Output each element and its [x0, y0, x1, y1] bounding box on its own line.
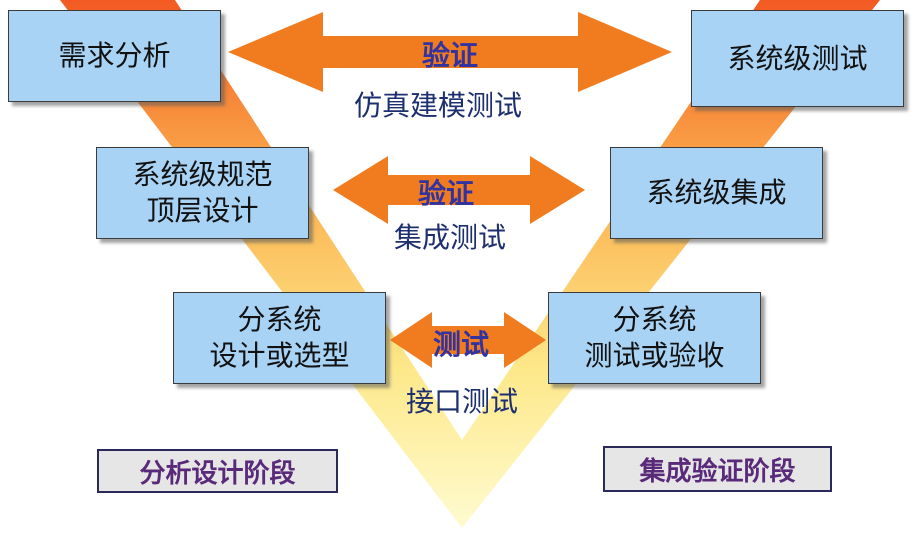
phase-text: 集成验证阶段 — [639, 456, 796, 487]
system-test-box: 系统级测试 — [691, 10, 904, 107]
requirements-analysis-box: 需求分析 — [8, 10, 221, 102]
subsystem-design-box: 分系统 设计或选型 — [173, 292, 386, 384]
top-double-arrow — [228, 12, 672, 92]
box-text-line1: 分系统 — [612, 303, 697, 336]
middle-arrow-caption: 集成测试 — [394, 221, 507, 254]
system-spec-box: 系统级规范 顶层设计 — [96, 147, 309, 239]
top-arrow-caption: 仿真建模测试 — [354, 89, 523, 122]
system-integration-box: 系统级集成 — [610, 147, 823, 239]
box-text-line1: 分系统 — [237, 303, 322, 336]
integration-verification-phase-label: 集成验证阶段 — [603, 446, 832, 492]
phase-text: 分析设计阶段 — [139, 458, 296, 489]
analysis-design-phase-label: 分析设计阶段 — [97, 449, 338, 493]
box-text-line2: 测试或验收 — [584, 339, 725, 372]
v-shape — [60, 0, 880, 528]
middle-arrow-label: 验证 — [418, 177, 475, 210]
box-text-line2: 设计或选型 — [209, 339, 350, 372]
subsystem-test-box: 分系统 测试或验收 — [548, 292, 761, 384]
bottom-arrow-caption: 接口测试 — [406, 385, 519, 418]
top-arrow-label: 验证 — [422, 39, 479, 72]
box-text: 系统级集成 — [646, 176, 787, 209]
box-text-line1: 系统级规范 — [132, 158, 273, 191]
bottom-double-arrow — [390, 312, 546, 368]
bottom-arrow-label: 测试 — [433, 328, 490, 361]
middle-double-arrow — [333, 156, 585, 224]
box-text: 需求分析 — [58, 39, 171, 72]
box-text-line2: 顶层设计 — [146, 194, 259, 227]
box-text: 系统级测试 — [727, 41, 868, 75]
